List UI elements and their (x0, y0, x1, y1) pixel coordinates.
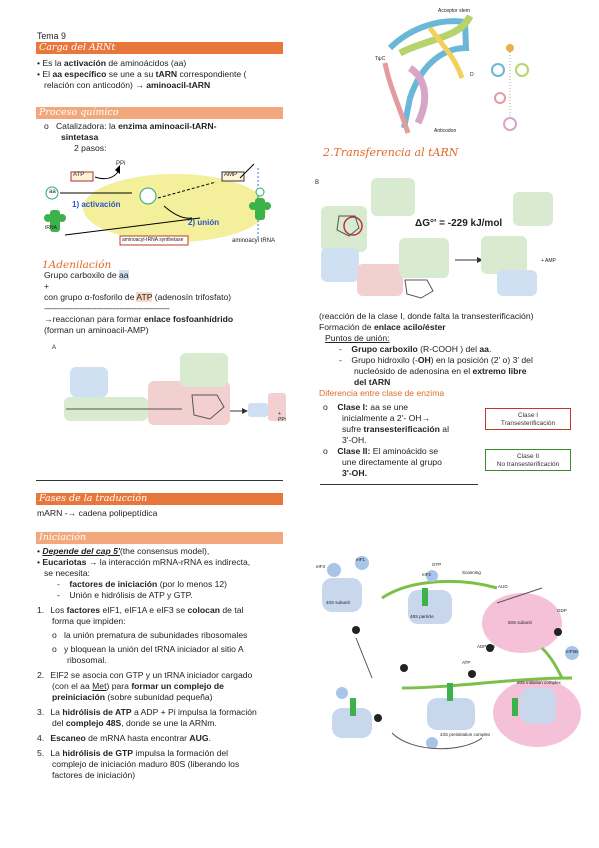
union-point-2: - Grupo hidroxilo (-OH) en la posición (… (339, 355, 533, 365)
fases-sub: mARN -→ cadena polipeptídica (37, 508, 158, 518)
s40-label: 40S subunit (326, 600, 350, 605)
init-bullet-1: • Depende del cap 5'(the consensus model… (37, 546, 210, 556)
init-step-2: 2. EIF2 se asocia con GTP y un tRNA inic… (37, 670, 253, 680)
clase-2: o Clase II: El aminoácido se (323, 446, 439, 456)
enzyme-label: aminoacyl-tRNA synthetase (122, 237, 184, 243)
adenylation-figure: A + PPi (52, 345, 290, 437)
init-step-1: 1. Los factores eIF1, eIF1A e eIF3 se co… (37, 605, 244, 615)
c48-label: 48S particle (410, 614, 434, 619)
atp-label-2: ATP (462, 660, 471, 665)
init-step-4: 4. Escaneo de mRNA hasta encontrar AUG. (37, 733, 211, 743)
divider-right (320, 484, 478, 485)
amp-label: AMP (224, 172, 238, 178)
section-proceso-title: Proceso químico (36, 107, 283, 119)
adenylation-svg (64, 353, 286, 425)
divider-left (36, 480, 283, 481)
adenilacion-title: 1Adenilación (42, 259, 112, 271)
clase-1: o Clase I: aa se une (323, 402, 409, 412)
ppi-label: PPi (116, 161, 126, 167)
transfer-figure: B ΔG°' = -229 kJ/mol + AMP (315, 176, 565, 302)
section-fases-title: Fases de la traducción (36, 493, 283, 505)
aminoacylation-diagram: ATP PPi AMP aa 1) activación 2) unión tR… (40, 160, 285, 252)
transferencia-text: (reacción de la clase I, donde falta la … (319, 311, 574, 399)
figure-b-label: B (315, 180, 320, 186)
tpsic-label: TψC (375, 56, 386, 62)
ppi-product-label: + PPi (278, 411, 286, 424)
init-step-5: 5. La hidrólisis de GTP impulsa la forma… (37, 748, 229, 758)
anticodon-label: Anticodon (434, 128, 457, 134)
eif3-label: eIF3 (316, 564, 326, 569)
initiation-svg (322, 556, 581, 750)
carga-bullet-1: • Es la activación de aminoácidos (aa) (37, 58, 187, 68)
aminoacylation-svg (44, 163, 271, 246)
carga-bullet-2: • El aa específico se une a su tARN corr… (37, 69, 247, 79)
trna-structure-figure: Acceptor stem Anticodon TψC D (370, 8, 542, 140)
s60-label: 60S subunit (508, 620, 532, 625)
union-label: 2) unión (188, 218, 220, 227)
trna-svg (382, 14, 529, 134)
result-label: aminoacyl tRNA (232, 238, 276, 244)
aug-label: AUG (498, 584, 508, 589)
proceso-item: o Catalizadora: la enzima aminoacil-tARN… (44, 121, 217, 153)
clase-list: o Clase I: aa se une inicialmente a 2'- … (323, 402, 473, 479)
transferencia-title: 2.Transferencia al tARN (323, 146, 459, 159)
section-carga-title: Carga del ARNt (36, 42, 283, 54)
initiation-figure: eIF3 eIF1 eIF2 eIF5B 40S subunit 60S sub… (312, 548, 592, 763)
activacion-label: 1) activación (72, 200, 121, 209)
eif2-label: eIF2 (422, 572, 432, 577)
acceptor-label: Acceptor stem (438, 8, 470, 14)
iniciacion-text: • Depende del cap 5'(the consensus model… (37, 546, 287, 781)
d-arm-label: D (470, 72, 474, 78)
eif5b-label: eIF5B (566, 649, 579, 654)
c43-label: 43S preinitiation complex (440, 732, 491, 737)
atp-label: ATP (73, 172, 85, 178)
scanning-label: Scanning (462, 570, 481, 575)
amp-product-label: + AMP (541, 258, 556, 264)
carga-bullet-2-cont: relación con anticodón) → aminoacil-tARN (44, 80, 211, 90)
delta-g-label: ΔG°' = -229 kJ/mol (415, 218, 503, 229)
trna-label: tRNA (45, 225, 57, 231)
init-step-3: 3. La hidrólisis de ATP a ADP + Pi impul… (37, 707, 257, 717)
gtp-label: GTP (432, 562, 442, 567)
aa-label: aa (49, 189, 56, 195)
eif1-label: eIF1 (356, 557, 366, 562)
init-bullet-2: • Eucariotas → la interacción mRNA-rRNA … (37, 557, 251, 567)
transfer-svg (321, 178, 553, 299)
adenilacion-text: Grupo carboxilo de aa + con grupo α-fosf… (44, 270, 234, 335)
figure-a-label: A (52, 345, 57, 351)
carga-bullets: • Es la activación de aminoácidos (aa) •… (37, 58, 287, 91)
tema-label: Tema 9 (37, 31, 66, 41)
union-point-1: - Grupo carboxilo (R-COOH ) del aa. (339, 344, 492, 354)
c80-label: 80S initiation complex (517, 680, 561, 685)
section-iniciacion-title: Iniciación (36, 532, 283, 544)
gdp-label: GDP (557, 608, 567, 613)
adp-label: ADP + Pi (477, 644, 496, 649)
